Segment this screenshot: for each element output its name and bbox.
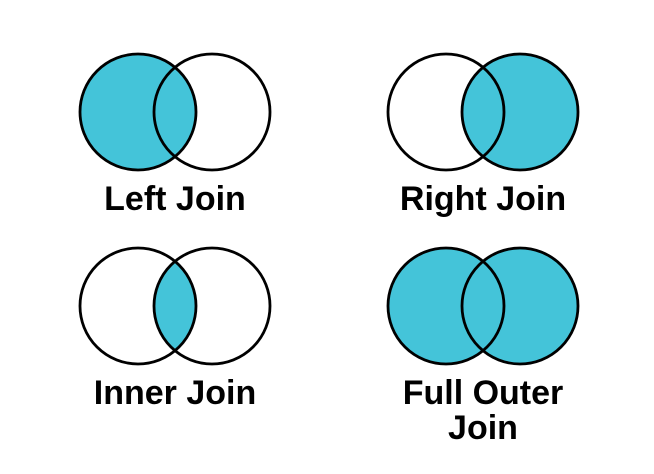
inner-join-venn-svg xyxy=(78,246,272,366)
venn-diagram-inner-join xyxy=(77,246,273,366)
venn-diagram-full-outer-join xyxy=(385,246,581,366)
left-circle-outline xyxy=(78,246,198,366)
right-circle-fill xyxy=(462,54,578,170)
intersection-fill xyxy=(154,248,196,364)
right-circle-outline xyxy=(460,246,580,366)
right-join-venn-svg xyxy=(386,52,580,172)
left-join-venn-svg xyxy=(78,52,272,172)
join-label-left: Left Join xyxy=(104,180,246,218)
left-circle-outline xyxy=(386,52,506,172)
venn-cell-left-join: Left Join xyxy=(25,52,325,217)
left-circle-fill xyxy=(80,54,196,170)
venn-cell-inner-join: Inner Join xyxy=(25,246,325,411)
right-circle-outline xyxy=(152,246,272,366)
venn-cell-full-outer-join: Full Outer Join xyxy=(333,246,633,446)
venn-diagram-right-join xyxy=(385,52,581,172)
right-circle-outline xyxy=(460,52,580,172)
right-circle-fill xyxy=(462,248,578,364)
left-circle-outline xyxy=(386,246,506,366)
right-circle-outline xyxy=(152,52,272,172)
venn-cell-right-join: Right Join xyxy=(333,52,633,217)
full-outer-join-venn-svg xyxy=(386,246,580,366)
join-label-right: Right Join xyxy=(399,180,567,218)
venn-diagram-left-join xyxy=(77,52,273,172)
join-label-full-outer: Full Outer Join xyxy=(402,374,564,447)
left-circle-outline xyxy=(78,52,198,172)
join-label-inner: Inner Join xyxy=(93,374,257,412)
